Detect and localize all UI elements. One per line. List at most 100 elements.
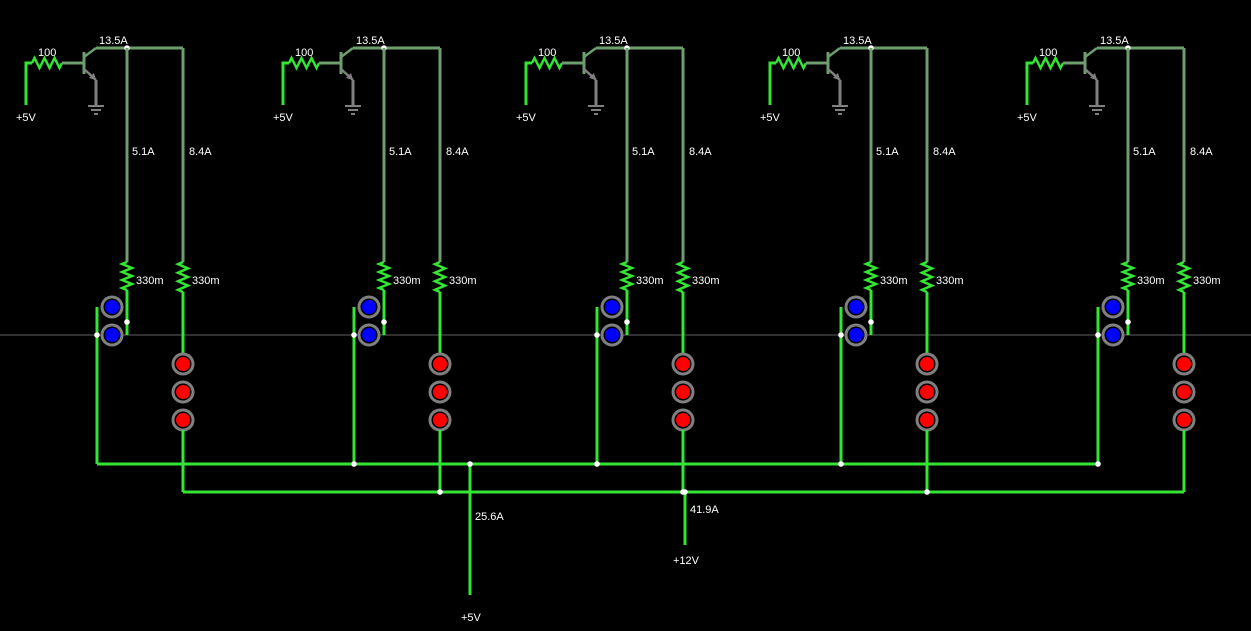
led-lens (676, 413, 690, 427)
stages: 100 +5V 13.5A 5.1A 330m 8.4A 330m 100 +5V 13.5A 5.… (16, 35, 1221, 492)
npn-transistor-icon[interactable] (82, 47, 97, 81)
led-lens (433, 385, 447, 399)
red-led[interactable] (671, 352, 695, 376)
led-lens (1177, 385, 1191, 399)
blue-resistor-label: 330m (136, 275, 164, 287)
blue-led[interactable] (844, 295, 868, 319)
red-led[interactable] (428, 380, 452, 404)
junction-dot (838, 332, 844, 338)
base-resistor[interactable] (774, 55, 808, 71)
blue-led[interactable] (100, 323, 124, 347)
red-led[interactable] (1172, 408, 1196, 432)
base-resistor[interactable] (30, 55, 64, 71)
red-led[interactable] (428, 408, 452, 432)
junction-dot (381, 319, 387, 325)
npn-transistor-icon[interactable] (826, 47, 841, 81)
red-branch-resistor[interactable] (1175, 260, 1193, 294)
red-branch-resistor[interactable] (918, 260, 936, 294)
red-branch-resistor[interactable] (431, 260, 449, 294)
led-lens (849, 300, 863, 314)
blue-branch-resistor[interactable] (618, 260, 636, 292)
blue-bus-supply-label: +5V (461, 612, 482, 624)
led-lens (362, 300, 376, 314)
red-led[interactable] (171, 352, 195, 376)
base-resistor[interactable] (287, 55, 321, 71)
blue-branch-current-label: 5.1A (132, 146, 155, 158)
supply-label: +5V (16, 112, 37, 124)
blue-resistor-label: 330m (1137, 275, 1165, 287)
red-led[interactable] (1172, 380, 1196, 404)
blue-led[interactable] (600, 323, 624, 347)
blue-led[interactable] (357, 323, 381, 347)
led-lens (433, 357, 447, 371)
red-led[interactable] (915, 352, 939, 376)
base-resistor-label: 100 (38, 47, 56, 59)
led-lens (176, 385, 190, 399)
blue-branch-current-label: 5.1A (1133, 146, 1156, 158)
junction-dot (1095, 461, 1101, 467)
npn-transistor-icon[interactable] (582, 47, 597, 81)
base-resistor[interactable] (530, 55, 564, 71)
blue-resistor-label: 330m (393, 275, 421, 287)
junction-dot (467, 461, 473, 467)
blue-led[interactable] (1101, 323, 1125, 347)
led-lens (362, 328, 376, 342)
junction-dot (94, 332, 100, 338)
blue-led[interactable] (600, 295, 624, 319)
blue-resistor-label: 330m (880, 275, 908, 287)
red-branch-current-label: 8.4A (189, 146, 212, 158)
red-led[interactable] (171, 380, 195, 404)
blue-led[interactable] (100, 295, 124, 319)
red-led[interactable] (171, 408, 195, 432)
ground-icon (588, 105, 604, 115)
red-led[interactable] (915, 380, 939, 404)
junction-dot (1125, 319, 1131, 325)
blue-branch-resistor[interactable] (862, 260, 880, 292)
red-bus-current-label: 41.9A (690, 504, 719, 516)
red-branch-resistor[interactable] (174, 260, 192, 294)
blue-branch-resistor[interactable] (118, 260, 136, 292)
collector-current-label: 13.5A (599, 35, 628, 47)
supply-label: +5V (516, 112, 537, 124)
npn-transistor-icon[interactable] (1083, 47, 1098, 81)
junction-dot (682, 489, 688, 495)
led-lens (176, 413, 190, 427)
blue-led[interactable] (1101, 295, 1125, 319)
supply-wire (768, 61, 776, 105)
blue-branch-resistor[interactable] (375, 260, 393, 292)
led-lens (433, 413, 447, 427)
blue-branch-resistor[interactable] (1119, 260, 1137, 292)
red-led[interactable] (1172, 352, 1196, 376)
red-branch-current-label: 8.4A (933, 146, 956, 158)
led-lens (105, 328, 119, 342)
junction-dot (838, 461, 844, 467)
led-lens (920, 413, 934, 427)
red-branch-resistor[interactable] (674, 260, 692, 294)
red-bus-supply-label: +12V (673, 555, 700, 567)
collector-current-label: 13.5A (356, 35, 385, 47)
blue-branch-current-label: 5.1A (876, 146, 899, 158)
red-led[interactable] (671, 408, 695, 432)
npn-transistor-icon[interactable] (339, 47, 354, 81)
junction-dot (437, 489, 443, 495)
ground-icon (1089, 105, 1105, 115)
led-lens (1177, 357, 1191, 371)
red-led[interactable] (671, 380, 695, 404)
base-resistor-label: 100 (782, 47, 800, 59)
blue-led[interactable] (844, 323, 868, 347)
red-led[interactable] (915, 408, 939, 432)
red-led[interactable] (428, 352, 452, 376)
red-branch-current-label: 8.4A (446, 146, 469, 158)
led-lens (605, 300, 619, 314)
blue-led[interactable] (357, 295, 381, 319)
led-lens (1177, 413, 1191, 427)
junction-dot (594, 461, 600, 467)
junction-dot (1095, 332, 1101, 338)
base-resistor[interactable] (1031, 55, 1065, 71)
red-resistor-label: 330m (449, 275, 477, 287)
red-resistor-label: 330m (692, 275, 720, 287)
